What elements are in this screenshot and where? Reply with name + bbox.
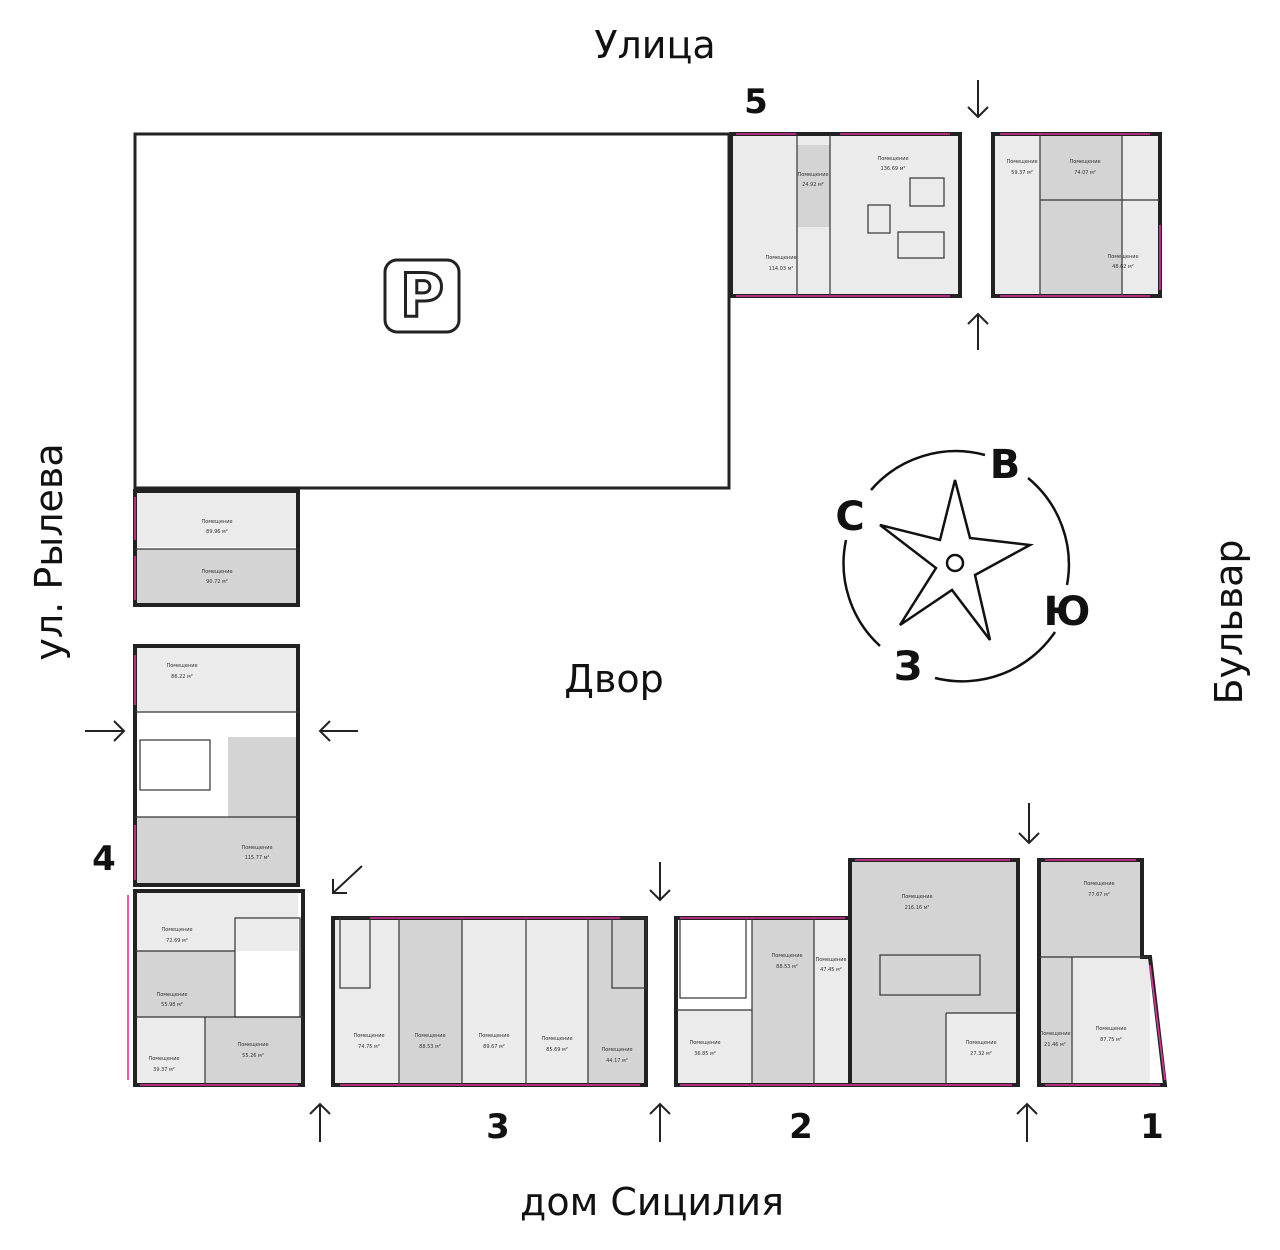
- building-number-4: 4: [92, 839, 116, 879]
- room-area: 39.37 м²: [153, 1067, 175, 1073]
- compass-north: С: [835, 494, 864, 540]
- room-caption: Помещение: [901, 894, 932, 900]
- room-area: 55.26 м²: [242, 1053, 264, 1059]
- room-caption: Помещение: [353, 1033, 384, 1039]
- room-area: 89.67 м²: [483, 1044, 505, 1050]
- room-caption: Помещение: [148, 1056, 179, 1062]
- courtyard-label: Двор: [564, 657, 663, 701]
- building-number-2: 2: [789, 1107, 813, 1147]
- building-1: [1037, 858, 1168, 1087]
- room-area: 48.62 м²: [1112, 264, 1134, 270]
- street-right-label: Бульвар: [1207, 539, 1251, 704]
- room-area: 115.77 м²: [245, 855, 270, 861]
- room-area: 114.03 м²: [769, 266, 794, 272]
- entrance-arrow-icon: [649, 862, 671, 902]
- room-caption: Помещение: [1006, 159, 1037, 165]
- room-caption: Помещение: [689, 1040, 720, 1046]
- room-area: 90.72 м²: [206, 579, 228, 585]
- building-number-3: 3: [486, 1107, 510, 1147]
- room-area: 59.37 м²: [1011, 170, 1033, 176]
- room-area: 21.46 м²: [1044, 1042, 1066, 1048]
- room-area: 88.53 м²: [419, 1044, 441, 1050]
- parking-symbol: P: [400, 261, 444, 331]
- room-area: 88.53 м²: [776, 964, 798, 970]
- room-caption: Помещение: [815, 957, 846, 963]
- room-caption: Помещение: [161, 927, 192, 933]
- parking-icon: [383, 258, 461, 334]
- entrance-arrow-icon: [1016, 1102, 1038, 1142]
- room-caption: Помещение: [797, 172, 828, 178]
- room-area: 72.69 м²: [166, 938, 188, 944]
- room-caption: Помещение: [601, 1047, 632, 1053]
- room-caption: Помещение: [1095, 1026, 1126, 1032]
- room-caption: Помещение: [241, 845, 272, 851]
- room-area: 47.45 м²: [820, 967, 842, 973]
- entrance-arrow-icon: [1018, 803, 1040, 845]
- compass-rose-icon: С В Ю З: [835, 442, 1090, 690]
- room-area: 55.98 м²: [161, 1002, 183, 1008]
- room-caption: Помещение: [1039, 1031, 1070, 1037]
- room-area: 86.22 м²: [171, 674, 193, 680]
- room-area: 85.69 м²: [546, 1047, 568, 1053]
- room-caption: Помещение: [1083, 881, 1114, 887]
- room-caption: Помещение: [166, 663, 197, 669]
- compass-west: З: [894, 644, 922, 690]
- room-area: 74.75 м²: [358, 1044, 380, 1050]
- entrance-arrow-icon: [332, 865, 363, 894]
- street-left-label: ул. Рылева: [27, 443, 71, 660]
- room-area: 89.96 м²: [206, 529, 228, 535]
- room-area: 24.92 м²: [802, 182, 824, 188]
- room-labels: Помещение 24.92 м² Помещение 114.03 м² П…: [148, 156, 1138, 1073]
- parking-area: P: [133, 132, 731, 490]
- room-area: 44.17 м²: [606, 1058, 628, 1064]
- room-caption: Помещение: [1107, 254, 1138, 260]
- room-caption: Помещение: [965, 1040, 996, 1046]
- room-area: 74.07 м²: [1074, 170, 1096, 176]
- room-area: 77.67 м²: [1088, 892, 1110, 898]
- room-area: 216.16 м²: [905, 905, 930, 911]
- entrance-arrow-icon: [967, 80, 989, 119]
- room-area: 36.85 м²: [694, 1051, 716, 1057]
- room-caption: Помещение: [156, 992, 187, 998]
- building-2: [674, 858, 1020, 1087]
- entrance-arrow-icon: [318, 720, 358, 742]
- street-bottom-label: дом Сицилия: [520, 1180, 784, 1224]
- room-caption: Помещение: [1069, 159, 1100, 165]
- building-number-1: 1: [1140, 1107, 1164, 1147]
- street-top-label: Улица: [594, 23, 715, 67]
- room-caption: Помещение: [237, 1042, 268, 1048]
- entrance-arrow-icon: [85, 720, 126, 742]
- building-4: [127, 489, 305, 1087]
- building-3: [331, 916, 648, 1087]
- entrance-arrow-icon: [309, 1102, 331, 1142]
- room-caption: Помещение: [771, 953, 802, 959]
- room-caption: Помещение: [201, 519, 232, 525]
- room-area: 27.32 м²: [970, 1051, 992, 1057]
- compass-south: Ю: [1044, 589, 1091, 635]
- compass-east: В: [990, 442, 1021, 488]
- room-caption: Помещение: [414, 1033, 445, 1039]
- room-area: 136.69 м²: [881, 166, 906, 172]
- room-caption: Помещение: [541, 1036, 572, 1042]
- building-number-5: 5: [744, 82, 768, 122]
- entrance-arrow-icon: [967, 312, 989, 350]
- room-area: 87.75 м²: [1100, 1037, 1122, 1043]
- building-5: [729, 132, 1162, 298]
- room-caption: Помещение: [201, 569, 232, 575]
- room-caption: Помещение: [765, 255, 796, 261]
- room-caption: Помещение: [877, 156, 908, 162]
- entrance-arrow-icon: [649, 1102, 671, 1142]
- room-caption: Помещение: [478, 1033, 509, 1039]
